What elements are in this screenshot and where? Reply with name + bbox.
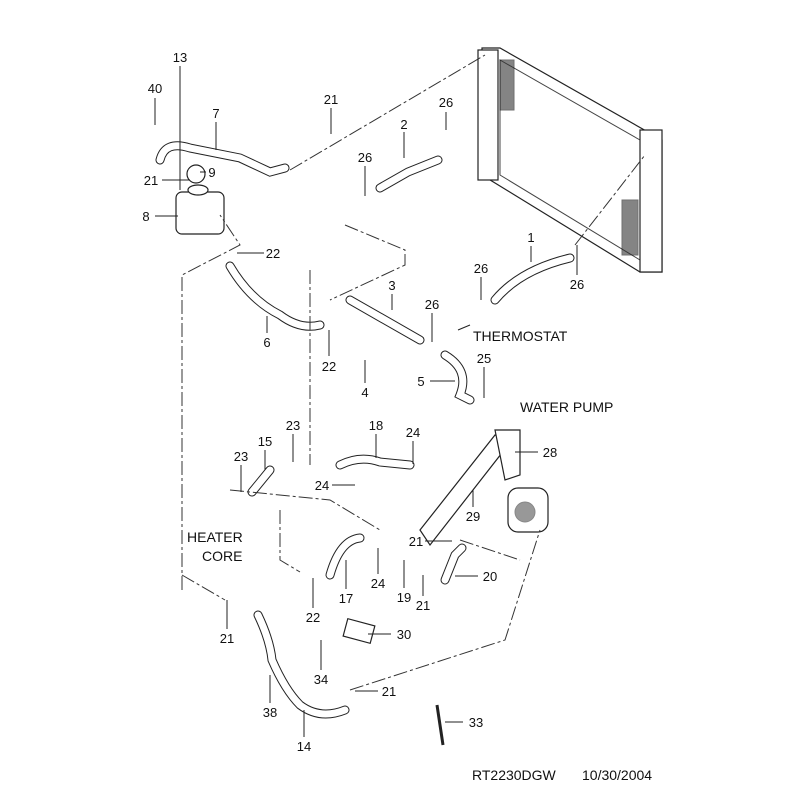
brackets-and-pump bbox=[342, 429, 549, 746]
hose-fill bbox=[254, 611, 349, 718]
water-pump-label: WATER PUMP bbox=[520, 399, 613, 415]
callout-number: 28 bbox=[543, 445, 557, 460]
hose-fill bbox=[326, 534, 364, 579]
callout-number: 24 bbox=[406, 425, 420, 440]
callout-number: 2 bbox=[400, 117, 407, 132]
callout-number: 9 bbox=[208, 165, 215, 180]
heater-label: HEATER bbox=[187, 529, 243, 545]
connection-line bbox=[279, 510, 301, 573]
callout-number: 20 bbox=[483, 569, 497, 584]
callout-number: 8 bbox=[142, 209, 149, 224]
callout-number: 5 bbox=[417, 374, 424, 389]
callout-number: 21 bbox=[409, 534, 423, 549]
radiator bbox=[477, 47, 663, 273]
callout-number: 25 bbox=[477, 351, 491, 366]
callout-number: 21 bbox=[382, 684, 396, 699]
callout-number: 22 bbox=[306, 610, 320, 625]
callout-number: 6 bbox=[263, 335, 270, 350]
hose-fill bbox=[441, 351, 474, 404]
callout-number: 30 bbox=[397, 627, 411, 642]
hose-fill bbox=[156, 142, 289, 176]
callout-number: 4 bbox=[361, 385, 368, 400]
callout-number: 13 bbox=[173, 50, 187, 65]
callout-number: 26 bbox=[439, 95, 453, 110]
callout-number: 24 bbox=[315, 478, 329, 493]
callout-number: 1 bbox=[527, 230, 534, 245]
callout-number: 14 bbox=[297, 739, 311, 754]
coolant-reservoir bbox=[175, 164, 225, 235]
callout-number: 34 bbox=[314, 672, 328, 687]
hoses bbox=[155, 141, 575, 719]
callout-number: 33 bbox=[469, 715, 483, 730]
hose-fill bbox=[491, 254, 574, 304]
drawing-date: 10/30/2004 bbox=[582, 767, 652, 783]
callout-number: 40 bbox=[148, 81, 162, 96]
connection-line bbox=[181, 574, 226, 601]
callout-number: 22 bbox=[266, 246, 280, 261]
hose-fill bbox=[346, 296, 424, 344]
callout-number: 24 bbox=[371, 576, 385, 591]
callout-number: 21 bbox=[416, 598, 430, 613]
hose-fill bbox=[248, 466, 274, 496]
hose-fill bbox=[441, 544, 466, 584]
callout-number: 23 bbox=[286, 418, 300, 433]
hose-fill bbox=[226, 262, 324, 330]
callout-number: 38 bbox=[263, 705, 277, 720]
core-label: CORE bbox=[202, 548, 242, 564]
callout-number: 21 bbox=[144, 173, 158, 188]
connection-line bbox=[459, 539, 521, 561]
callout-number: 21 bbox=[220, 631, 234, 646]
connection-line bbox=[289, 54, 486, 171]
connection-line bbox=[329, 224, 406, 301]
hose-fill bbox=[336, 455, 414, 469]
callout-number: 26 bbox=[570, 277, 584, 292]
hose-fill bbox=[376, 156, 442, 192]
hose bbox=[225, 261, 325, 331]
connection-line bbox=[181, 214, 241, 590]
leader-lines bbox=[154, 66, 578, 737]
callouts: 13 40 7 21 26 2 26 21 9 8 22 1 26 26 3 26 6 22 4 5 25 18 24 23 2… bbox=[142, 50, 584, 754]
callout-number: 26 bbox=[474, 261, 488, 276]
callout-number: 17 bbox=[339, 591, 353, 606]
callout-number: 23 bbox=[234, 449, 248, 464]
callout-number: 18 bbox=[369, 418, 383, 433]
connection-lines bbox=[181, 54, 646, 691]
callout-number: 26 bbox=[425, 297, 439, 312]
callout-number: 7 bbox=[212, 106, 219, 121]
drawing-id: RT2230DGW bbox=[472, 767, 557, 783]
callout-number: 29 bbox=[466, 509, 480, 524]
connection-line bbox=[229, 489, 381, 531]
callout-number: 26 bbox=[358, 150, 372, 165]
callout-number: 22 bbox=[322, 359, 336, 374]
callout-number: 15 bbox=[258, 434, 272, 449]
connection-line bbox=[349, 529, 541, 691]
connection-line bbox=[574, 154, 646, 246]
callout-number: 19 bbox=[397, 590, 411, 605]
thermostat-arrow bbox=[457, 324, 471, 331]
thermostat-label: THERMOSTAT bbox=[473, 328, 568, 344]
callout-number: 3 bbox=[388, 278, 395, 293]
callout-number: 21 bbox=[324, 92, 338, 107]
